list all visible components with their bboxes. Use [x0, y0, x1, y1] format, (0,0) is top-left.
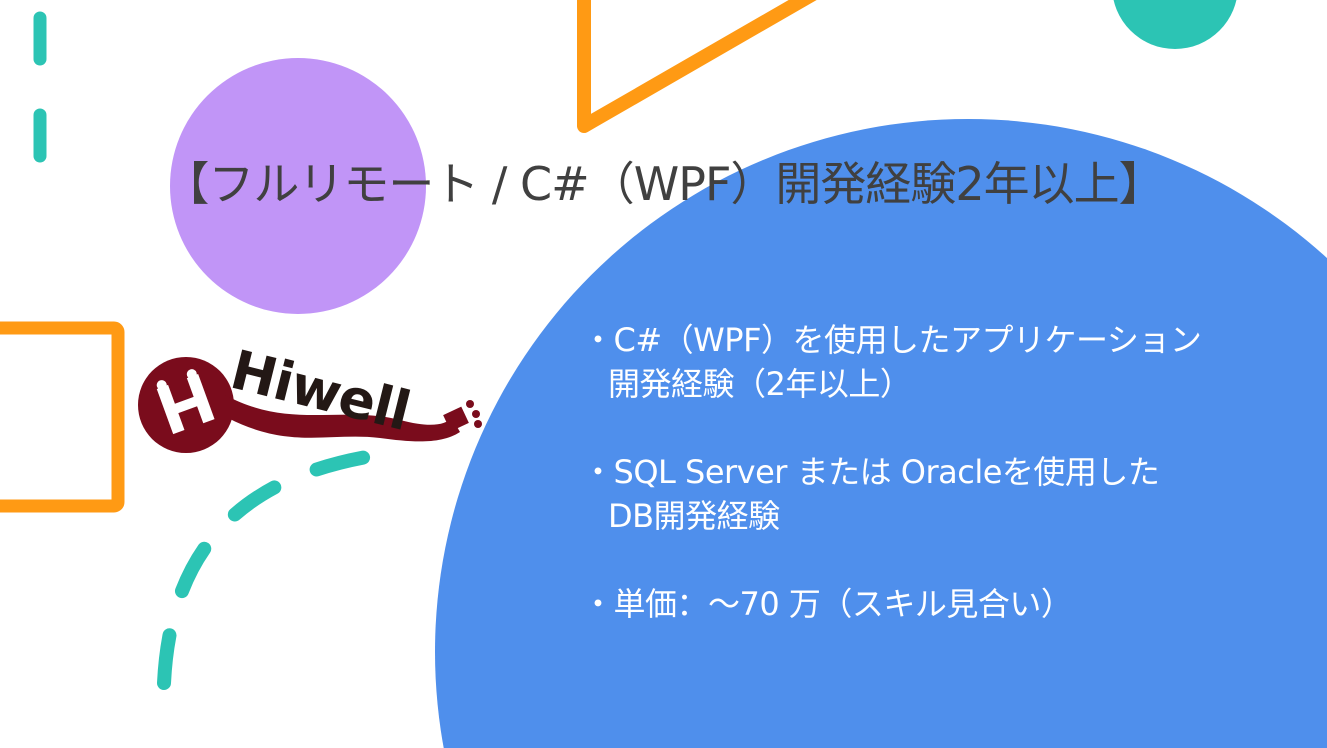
teal-dashed-arc-shape	[157, 449, 379, 690]
bullet-line: DB開発経験	[608, 497, 780, 535]
bullet-item-db: ・SQL Server または Oracleを使用した DB開発経験	[582, 450, 1282, 538]
bullet-line: ・単価：～70 万（スキル見合い）	[582, 585, 1073, 623]
slide-title: 【フルリモート / C#（WPF）開発経験2年以上】	[163, 157, 1164, 211]
bullet-line: ・SQL Server または Oracleを使用した	[582, 453, 1160, 491]
blue-circle-shape	[435, 119, 1327, 748]
bullet-line: ・C#（WPF）を使用したアプリケーション	[582, 321, 1202, 359]
purple-circle-shape	[170, 58, 426, 314]
bullet-item-experience: ・C#（WPF）を使用したアプリケーション 開発経験（2年以上）	[582, 318, 1282, 406]
bullet-line: 開発経験（2年以上）	[608, 365, 912, 403]
orange-square-shape	[0, 321, 125, 513]
teal-circle-shape	[1113, 0, 1237, 49]
bullet-list: ・C#（WPF）を使用したアプリケーション 開発経験（2年以上） ・SQL Se…	[582, 318, 1282, 670]
hiwell-logo-mark	[138, 357, 482, 453]
bullet-item-price: ・単価：～70 万（スキル見合い）	[582, 582, 1282, 626]
orange-triangle-shape	[577, 0, 817, 133]
